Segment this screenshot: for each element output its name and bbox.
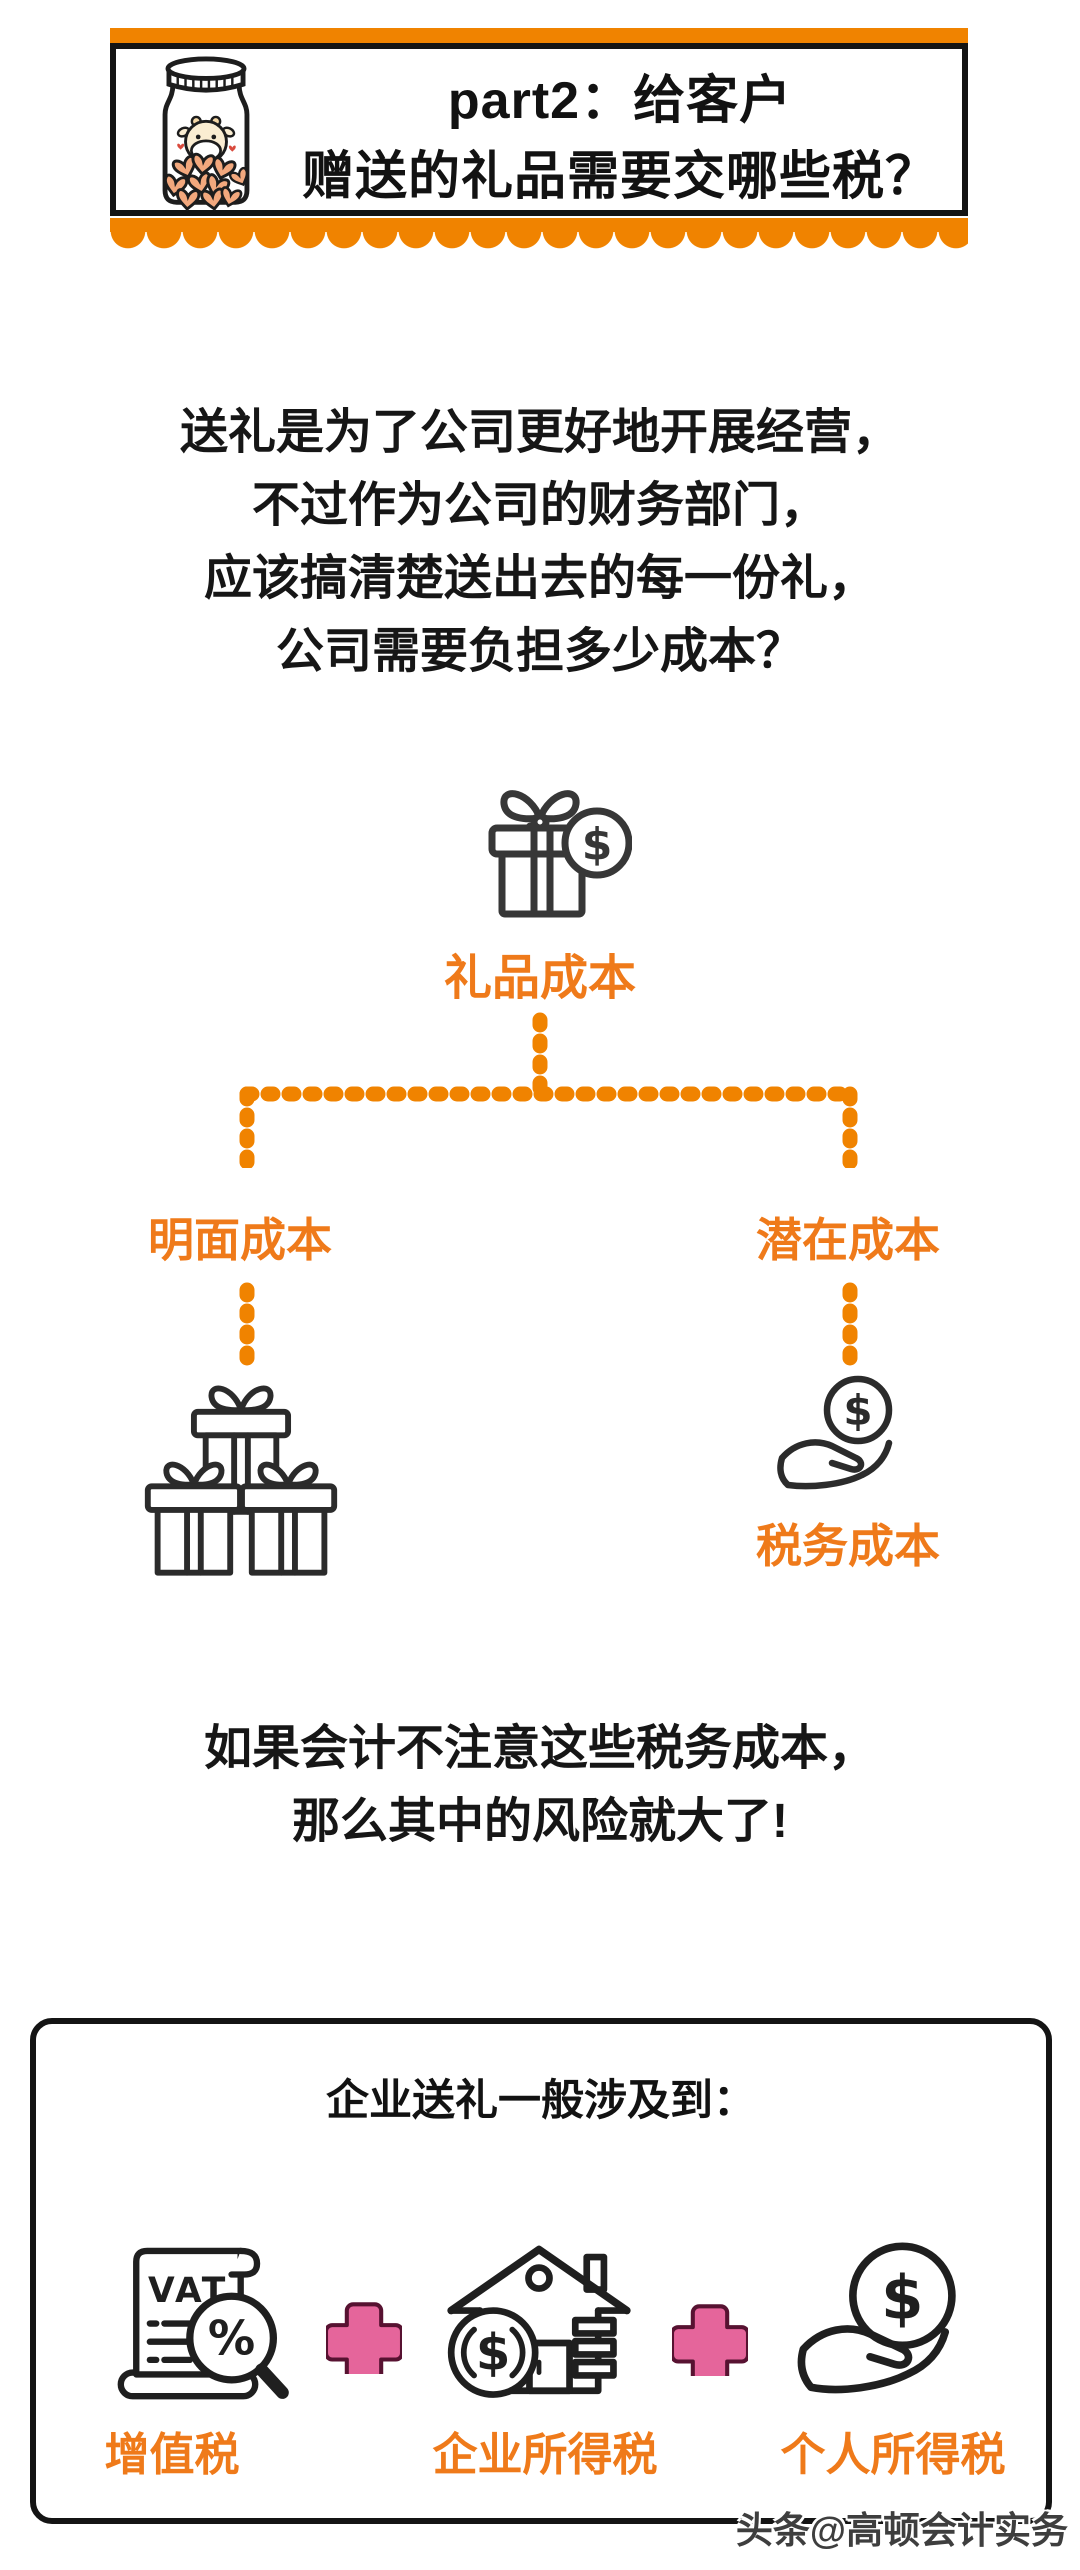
vat-receipt-magnifier-icon: VAT % xyxy=(117,2247,289,2400)
house-coin-icon: $ xyxy=(447,2245,631,2398)
candy-jar-calf-icon xyxy=(161,56,253,212)
window-slat xyxy=(571,2337,617,2358)
page-curl xyxy=(228,2247,261,2278)
round-window xyxy=(525,2264,553,2292)
window-slat xyxy=(571,2316,617,2337)
header-scalloped-edge xyxy=(110,218,968,252)
magnifier-handle xyxy=(255,2363,289,2399)
gift-stack-icon xyxy=(144,1385,338,1576)
jar-lid-stripes xyxy=(176,75,234,92)
dollar-glyph: $ xyxy=(476,2324,511,2382)
root-cost-label: 礼品成本 xyxy=(443,952,636,1005)
magnifier-lens xyxy=(186,2292,277,2384)
open-hand xyxy=(797,2325,950,2394)
dotted-tree-connector xyxy=(239,1012,858,1168)
roof xyxy=(447,2245,631,2315)
plus-icon xyxy=(326,2302,402,2374)
warning-paragraph: 如果会计不注意这些税务成本， 那么其中的风险就大了! xyxy=(0,1712,1080,1858)
hand-coin-icon: $ xyxy=(797,2242,956,2394)
header-title-line1: part2：给客户 xyxy=(447,72,793,130)
intro-paragraph: 送礼是为了公司更好地开展经营， 不过作为公司的财务部门， 应该搞清楚送出去的每一… xyxy=(0,396,1080,688)
right-gift-body xyxy=(248,1506,328,1576)
gift-body xyxy=(498,850,586,918)
gift-coin-icon: $ xyxy=(488,790,632,918)
header-title-line2: 赠送的礼品需要交哪些税？ xyxy=(301,148,938,206)
dotted-branch-tails xyxy=(239,1282,858,1378)
percent-glyph: % xyxy=(208,2311,255,2366)
coin xyxy=(823,1375,893,1445)
header-top-orange-bar xyxy=(110,28,968,43)
branch-label-explicit-cost: 明面成本 xyxy=(148,1214,332,1266)
watermark: 头条@高顿会计实务 xyxy=(735,2510,1068,2551)
bow-right-loop xyxy=(536,790,580,823)
tax-item-label-vat: 增值税 xyxy=(104,2429,240,2480)
branch-label-hidden-cost: 潜在成本 xyxy=(756,1214,940,1266)
calf-face xyxy=(176,115,236,164)
intro-line: 送礼是为了公司更好地开展经营， xyxy=(179,406,900,459)
tax-item-label-corporate: 企业所得税 xyxy=(432,2429,658,2480)
dollar-glyph: $ xyxy=(881,2263,923,2334)
bow-left-loop xyxy=(500,790,544,823)
warning-line: 如果会计不注意这些税务成本， xyxy=(203,1722,876,1775)
hand-coin-icon: $ xyxy=(777,1375,893,1490)
tax-cost-label: 税务成本 xyxy=(756,1520,940,1572)
right-gift-lid xyxy=(239,1483,338,1513)
tax-item-label-personal: 个人所得税 xyxy=(780,2429,1006,2480)
left-gift-body xyxy=(154,1506,234,1576)
vat-text: VAT xyxy=(148,2271,228,2311)
tax-card-title: 企业送礼一般涉及到： xyxy=(326,2077,756,2125)
intro-line: 应该搞清楚送出去的每一份礼， xyxy=(203,552,876,605)
left-gift-lid xyxy=(144,1483,243,1513)
dollar-glyph: $ xyxy=(843,1386,872,1435)
jar-lid-top xyxy=(165,56,247,81)
header-title: part2：给客户 赠送的礼品需要交哪些税？ xyxy=(290,64,950,214)
window-slat xyxy=(571,2358,617,2379)
intro-line: 公司需要负担多少成本？ xyxy=(275,625,804,678)
header-banner-box xyxy=(110,43,968,216)
plus-icon xyxy=(672,2304,748,2376)
dollar-glyph: $ xyxy=(582,819,613,870)
coin xyxy=(561,807,632,879)
warning-line: 那么其中的风险就大了! xyxy=(292,1795,788,1848)
open-hand xyxy=(777,1439,893,1490)
intro-line: 不过作为公司的财务部门， xyxy=(251,479,828,532)
top-gift-lid xyxy=(190,1408,292,1439)
